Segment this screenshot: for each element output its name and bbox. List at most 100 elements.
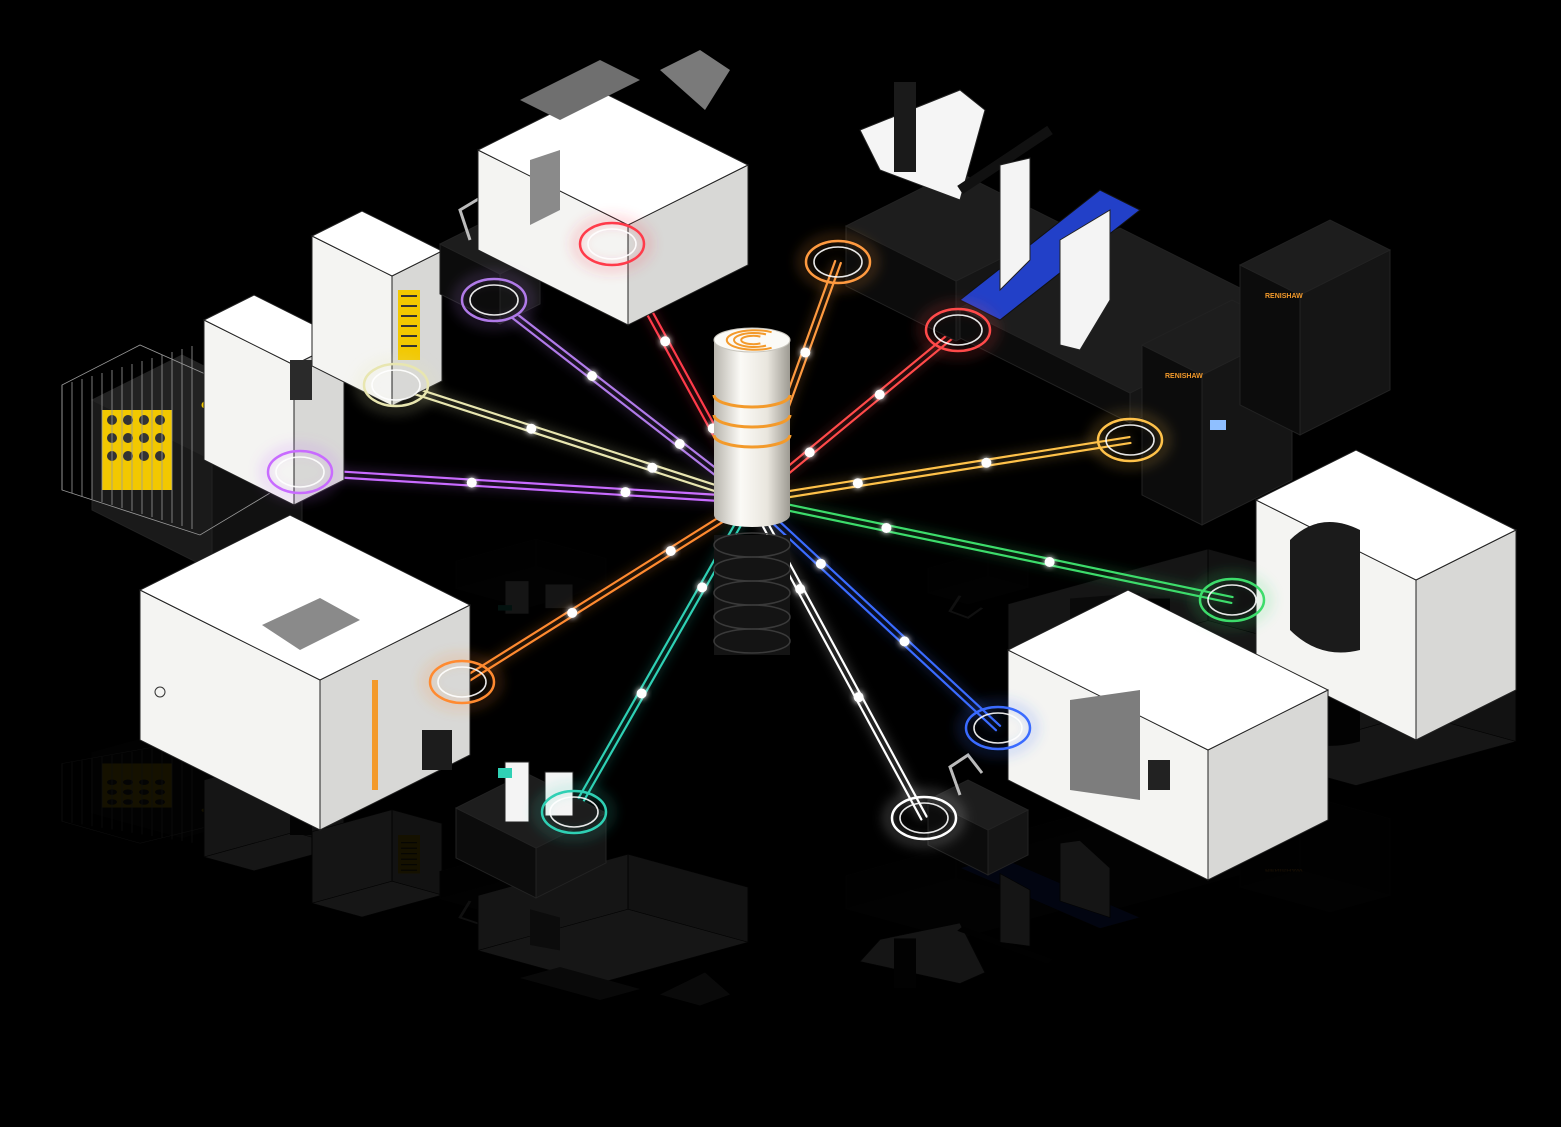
data-pulse bbox=[636, 688, 647, 699]
robot-cage-2 bbox=[926, 779, 1030, 876]
data-pulse bbox=[981, 457, 992, 468]
data-pulse bbox=[526, 423, 537, 434]
robot-cage-2-side bbox=[987, 551, 1029, 588]
hmill-spindle bbox=[262, 598, 360, 650]
ring-inner bbox=[371, 369, 421, 401]
ring-glow bbox=[1192, 572, 1272, 628]
lathe-window bbox=[530, 909, 560, 951]
ring-glow bbox=[422, 654, 502, 710]
robot-cage-2-top bbox=[926, 576, 1030, 605]
ring-outer bbox=[428, 659, 496, 705]
printer-b-top bbox=[1238, 870, 1392, 913]
connection-rings bbox=[260, 216, 1272, 846]
cmm-bridge bbox=[859, 922, 986, 984]
lathe-body bbox=[476, 853, 750, 984]
ring-outer bbox=[964, 705, 1032, 751]
connection-line bbox=[298, 473, 753, 505]
ring-outer bbox=[540, 789, 608, 835]
data-pulse bbox=[899, 636, 910, 647]
small-cmm-bridge bbox=[544, 583, 574, 609]
connection-glow bbox=[299, 467, 753, 505]
ring-inner bbox=[437, 666, 487, 698]
pallet-slot bbox=[155, 779, 165, 785]
ring-outer bbox=[1198, 577, 1266, 623]
pallet-slot bbox=[155, 451, 165, 461]
hub-cylinder bbox=[712, 327, 792, 655]
pallet-slot bbox=[123, 415, 133, 425]
pallet-slot bbox=[107, 779, 117, 785]
ring-inner bbox=[933, 314, 983, 346]
machines: RENISHAW RENISHAW bbox=[61, 50, 1518, 899]
ring-inner bbox=[1105, 424, 1155, 456]
pallet-slot bbox=[155, 789, 165, 795]
robot-links bbox=[458, 900, 500, 926]
lathe-body-top bbox=[476, 908, 750, 984]
ring-outer bbox=[460, 277, 528, 323]
ring-inner bbox=[549, 796, 599, 828]
cell-fence bbox=[61, 344, 276, 536]
vmc-b-side bbox=[391, 809, 443, 896]
ring-violet-robot bbox=[454, 272, 534, 328]
hub-body bbox=[714, 340, 790, 527]
hub-band bbox=[712, 434, 792, 449]
robot-arm-icon bbox=[926, 752, 1030, 876]
hub-top bbox=[713, 327, 791, 353]
horizontal-mill-icon bbox=[138, 514, 472, 831]
pallet-slot bbox=[139, 415, 149, 425]
pallet-slot bbox=[139, 789, 149, 795]
cmm-bridge bbox=[859, 89, 986, 201]
pallet-slot bbox=[139, 779, 149, 785]
printer-brand-b: RENISHAW bbox=[1265, 868, 1303, 872]
ring-outer bbox=[266, 449, 334, 495]
data-pulse bbox=[660, 336, 671, 347]
ring-glow bbox=[534, 784, 614, 840]
data-pulse bbox=[800, 347, 811, 358]
cell-fixture bbox=[102, 763, 172, 808]
pallet-slot bbox=[123, 433, 133, 443]
small-cmm-icon bbox=[454, 538, 608, 615]
hmill-body-top bbox=[138, 514, 472, 681]
ring-glow bbox=[884, 790, 964, 846]
connection-glow bbox=[748, 496, 1002, 732]
pallet-slot bbox=[123, 799, 133, 805]
small-cmm-icon bbox=[454, 761, 608, 899]
ring-gold-additive bbox=[1090, 412, 1170, 468]
robot-links bbox=[948, 595, 984, 619]
chip-conveyor bbox=[660, 50, 730, 110]
control-panel bbox=[290, 360, 312, 400]
ring-white-robot bbox=[884, 790, 964, 846]
hub-band bbox=[712, 414, 792, 429]
gantry-leg bbox=[1059, 209, 1111, 351]
data-pulse bbox=[567, 607, 578, 618]
turning-screen bbox=[1148, 760, 1170, 790]
ring-glow bbox=[918, 302, 998, 358]
data-pulse bbox=[815, 558, 826, 569]
gantry-quill bbox=[999, 157, 1031, 292]
robot-cage-2-top bbox=[926, 779, 1030, 831]
connection-gold-additive bbox=[750, 435, 1132, 505]
cnc-lathe-icon bbox=[476, 853, 750, 1006]
small-cmm-base-side bbox=[535, 538, 607, 587]
data-pulse bbox=[466, 477, 477, 488]
connection-green-5axis bbox=[750, 495, 1234, 605]
data-pulse bbox=[804, 447, 815, 458]
ring-purple-cell bbox=[260, 444, 340, 500]
connection-glow bbox=[459, 496, 755, 686]
connection-lines bbox=[298, 241, 1234, 821]
small-cmm-accent bbox=[498, 768, 512, 778]
data-pulse bbox=[1044, 557, 1055, 567]
printer-brand-a: RENISHAW bbox=[1165, 373, 1203, 380]
ring-teal-cmm bbox=[534, 784, 614, 840]
vmc-door-panel bbox=[398, 835, 420, 874]
data-pulse bbox=[697, 582, 708, 593]
ring-outer bbox=[924, 307, 992, 353]
ring-inner bbox=[275, 456, 325, 488]
connection-line bbox=[752, 496, 1002, 727]
pallet-slot bbox=[155, 799, 165, 805]
lathe-body-side bbox=[627, 853, 749, 943]
lathe-top-panel bbox=[520, 967, 640, 1000]
hmill-body bbox=[138, 514, 472, 831]
ring-glow bbox=[958, 700, 1038, 756]
connection-line bbox=[299, 467, 754, 499]
